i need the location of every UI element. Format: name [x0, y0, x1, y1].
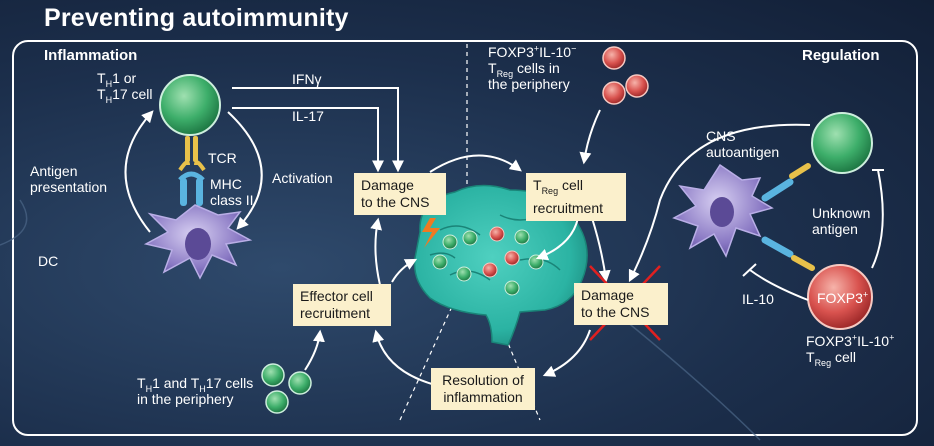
tcr-receptor-icon — [178, 136, 206, 172]
mhc-class-ii-icon — [178, 171, 205, 206]
brain-cells — [432, 226, 544, 296]
unknown-antigen-receptor-icon — [761, 236, 815, 271]
activation-label: Activation — [272, 170, 333, 186]
regulatory-dendritic-cell — [672, 163, 774, 258]
periphery-th-label: TH1 and TH17 cells in the periphery — [137, 375, 254, 407]
foxp3-treg-cell — [807, 264, 873, 330]
effector-to-brain-arrow — [391, 258, 418, 283]
regulation-arc-arrow — [628, 123, 811, 283]
foxp3-cell-label: FOXP3+ — [817, 289, 869, 306]
dc-label: DC — [38, 253, 59, 269]
treg-periphery-cell-1 — [602, 46, 626, 70]
brain-icon — [413, 184, 588, 346]
th-periphery-cell-3 — [265, 390, 289, 414]
treg-to-damage-right-arrow — [591, 217, 611, 283]
regulation-t-cell — [811, 112, 873, 174]
cns-autoantigen-receptor-icon — [761, 163, 811, 202]
treg-periphery-cell-2 — [602, 81, 626, 105]
il10-label: IL-10 — [742, 291, 774, 307]
effector-to-damage-arrow — [370, 217, 383, 286]
damage-to-treg-arrow — [429, 154, 522, 173]
periphery-to-effector-arrow — [304, 329, 325, 371]
dendritic-cell — [143, 204, 253, 280]
ifng-label: IFNγ — [292, 71, 322, 87]
resolution-to-effector-arrow — [372, 329, 433, 385]
foxp3-il10-neg-treg-label: FOXP3+IL-10− TReg cells in the periphery — [488, 43, 577, 92]
th-periphery-cell-1 — [261, 363, 285, 387]
treg-to-brain-arrow — [535, 217, 579, 261]
section-regulation: Regulation — [802, 47, 880, 64]
il10-inhibition-bar — [742, 263, 757, 277]
th-cell-label: TH1 or TH17 cell — [97, 70, 153, 105]
th-cell — [159, 74, 221, 136]
activation-arrow — [227, 111, 263, 230]
il17-arrow — [232, 107, 384, 173]
antigen-presentation-arrow — [124, 110, 154, 233]
damage-right-to-resolution-arrow — [542, 329, 591, 377]
foxp3-il10-pos-treg-label: FOXP3+IL-10+ TReg cell — [806, 332, 895, 368]
treg-inhibits-t-cell-line — [871, 169, 884, 269]
il17-label: IL-17 — [292, 108, 324, 124]
th-periphery-cell-2 — [288, 371, 312, 395]
section-inflammation: Inflammation — [44, 47, 138, 64]
treg-periphery-cell-3 — [625, 74, 649, 98]
page-title: Preventing autoimmunity — [44, 4, 349, 32]
treg-periphery-arrow — [579, 109, 601, 165]
treg-cell-recruitment-box: TReg cell recruitment — [526, 173, 626, 221]
tcr-label: TCR — [208, 150, 237, 166]
il10-inhibition-line — [749, 269, 809, 301]
lightning-bolt-icon — [422, 218, 440, 248]
ifng-arrow — [232, 87, 404, 173]
